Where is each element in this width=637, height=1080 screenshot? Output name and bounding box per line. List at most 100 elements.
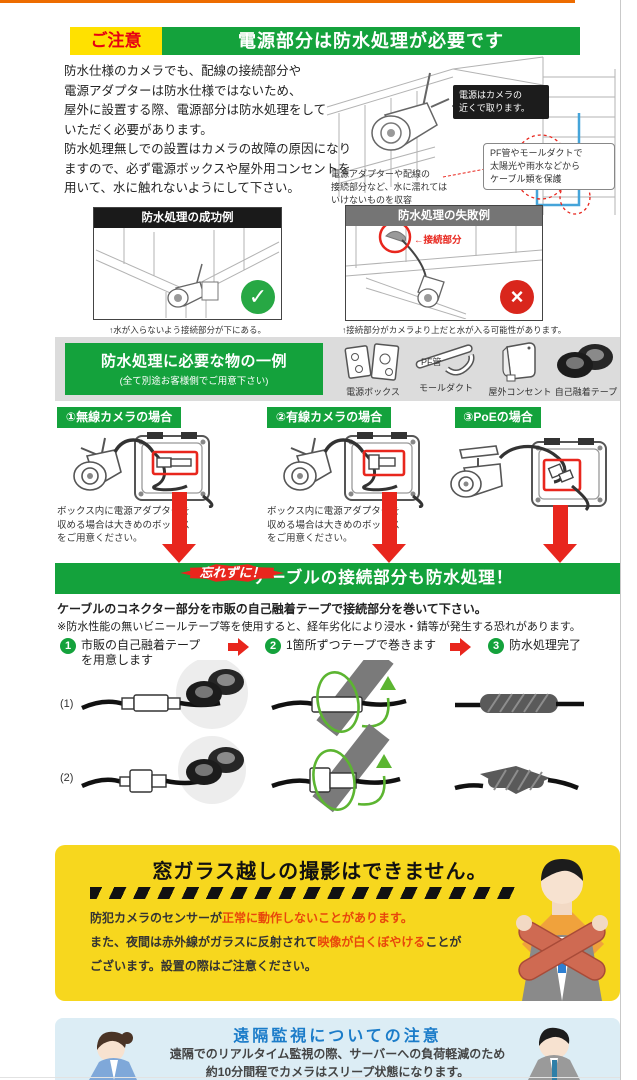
material-label: モールダクト <box>418 383 473 393</box>
case-wireless-note: ボックス内に電源アダプターを 収める場合は大きめのボックス をご用意ください。 <box>57 505 190 546</box>
power-box-icon <box>344 343 400 381</box>
down-arrow-icon <box>372 492 406 563</box>
material-item-power-box: 電源ボックス <box>337 341 409 398</box>
materials-title: 防水処理に必要な物の一例 <box>100 353 287 370</box>
material-item-outdoor-outlet: 屋外コンセント <box>483 341 557 398</box>
material-label: 自己融着テープ <box>554 387 618 397</box>
callout-line: PF管やモールダクトで <box>490 148 583 158</box>
tape-wrapping-steps-illustration <box>81 660 584 813</box>
material-item-fusion-tape: 自己融着テープ <box>551 341 621 398</box>
bottom-divider <box>0 1077 620 1078</box>
warning-text-red: 映像が白くぼやける <box>317 935 426 949</box>
case-wired-label: ②有線カメラの場合 <box>267 407 391 428</box>
callout-line: 接続部分など、水に濡れては <box>331 182 448 192</box>
steps-row: 1 市販の自己融着テープ を用意します 2 1箇所ずつテープで巻きます 3 防水… <box>60 638 620 672</box>
camera-small-illustration <box>167 263 219 308</box>
row-1-label: (1) <box>60 698 74 710</box>
warning-text: また、夜間は赤外線がガラスに反射されて <box>90 935 318 949</box>
note-line: ボックス内に電源アダプターを <box>267 506 400 517</box>
glass-warning-line-1: 防犯カメラのセンサーが正常に動作しないことがあります。 <box>90 909 413 926</box>
camera-illustration <box>371 72 450 151</box>
success-panel-title: 防水処理の成功例 <box>94 208 281 228</box>
intro-line: 防水処理無しでの設置はカメラの故障の原因になり <box>64 142 352 156</box>
dont-forget-badge: 忘れずに！ <box>180 564 284 582</box>
materials-subtitle: (全て別途お客様側でご用意下さい) <box>119 376 269 387</box>
intro-line: いただく必要があります。 <box>64 122 213 137</box>
warning-text: ことが <box>425 935 462 949</box>
warning-text-red: 正常に動作しないことがあります。 <box>222 911 413 925</box>
note-line: をご用意ください。 <box>57 533 143 544</box>
failure-pointer-label: ←接続部分 <box>414 235 462 246</box>
camera-hanging-illustration <box>417 275 445 308</box>
house-installation-illustration: 電源はカメラの 近くで取ります。 PF管やモールダクトで 太陽光や雨水などから … <box>325 55 620 220</box>
step-2: 2 1箇所ずつテープで巻きます <box>265 638 436 654</box>
step-1: 1 市販の自己融着テープ を用意します <box>60 638 200 668</box>
materials-band: 防水処理に必要な物の一例 (全て別途お客様側でご用意下さい) 電源ボックス PF… <box>55 337 620 401</box>
bowing-man-illustration <box>528 1027 580 1080</box>
intro-paragraph: 防水仕様のカメラでも、配線の接続部分や 電源アダプターは防水仕様ではないため、 … <box>64 62 352 199</box>
failure-example-illustration <box>345 220 543 320</box>
step-3: 3 防水処理完了 <box>488 638 581 654</box>
fusion-tape-icon <box>557 344 613 378</box>
wireless-camera-box-illustration <box>73 432 214 508</box>
page-right-border <box>620 0 621 1080</box>
glass-warning-line-2: また、夜間は赤外線がガラスに反射されて映像が白くぼやけることが <box>90 933 461 950</box>
poe-camera-box-illustration <box>450 438 607 512</box>
cable-section-title: ケーブルの接続部分も防水処理！ <box>55 563 620 594</box>
pf-duct-callout: PF管やモールダクトで 太陽光や雨水などから ケーブル類を保護 <box>483 143 615 190</box>
adapter-note-callout: 電源アダプターや配線の 接続部分など、水に濡れては いけないものを収容 <box>331 168 456 207</box>
case-poe-label: ③PoEの場合 <box>455 407 541 428</box>
material-item-pf-duct: PF管 モールダクト <box>411 339 481 394</box>
intro-line: 防水仕様のカメラでも、配線の接続部分や <box>64 64 302 78</box>
callout-line: 電源アダプターや配線の <box>331 169 431 179</box>
remote-line-2: 約10分間程でカメラはスリープ状態になります。 <box>205 1065 470 1079</box>
callout-line: 太陽光や雨水などから <box>490 161 581 171</box>
intro-line: 用いて、水に触れないようにして下さい。 <box>64 181 300 195</box>
down-arrow-icon <box>543 505 577 563</box>
row-2-label: (2) <box>60 772 74 784</box>
pf-pipe-duct-icon <box>415 344 475 376</box>
step-1-number: 1 <box>60 638 76 654</box>
wired-camera-box-illustration <box>283 432 424 508</box>
step-2-text: 1箇所ずつテープで巻きます <box>286 638 436 652</box>
note-line: 収める場合は大きめのボックス <box>267 519 400 531</box>
remote-monitoring-box: 遠隔監視についての注意 遠隔でのリアルタイム監視の際、サーバーへの負荷軽減のため… <box>55 1018 620 1080</box>
check-icon: ✓ <box>241 280 275 314</box>
material-label: PF管 <box>421 357 442 367</box>
glass-warning-box: 窓ガラス越しの撮影はできません。 防犯カメラのセンサーが正常に動作しないことがあ… <box>55 845 620 1001</box>
callout-line: ケーブル類を保護 <box>490 174 562 184</box>
step-1-text: 市販の自己融着テープ <box>81 638 201 652</box>
right-arrow-icon <box>228 638 249 656</box>
intro-line: ますので、必ず電源ボックスや屋外用コンセントを <box>64 161 351 176</box>
case-wireless-label: ①無線カメラの場合 <box>57 407 181 428</box>
material-label: 屋外コンセント <box>488 387 552 397</box>
top-accent-bar <box>0 0 575 3</box>
note-line: ボックス内に電源アダプターを <box>57 506 190 517</box>
page-title: 電源部分は防水処理が必要です <box>162 27 580 55</box>
warning-text: 防犯カメラのセンサーが <box>90 911 223 925</box>
failure-caption: ↑接続部分がカメラより上だと水が入る可能性があります。 <box>342 325 567 335</box>
step-3-text: 防水処理完了 <box>509 638 582 652</box>
step-3-number: 3 <box>488 638 504 654</box>
success-caption: ↑水が入らないよう接続部分が下にある。 <box>108 325 267 335</box>
callout-line: 電源はカメラの <box>459 90 523 100</box>
callout-line: いけないものを収容 <box>331 195 413 205</box>
down-arrow-icon <box>162 492 196 563</box>
success-example-illustration <box>95 228 280 318</box>
no-gesture-man-illustration <box>516 859 608 1001</box>
cable-desc-1: ケーブルのコネクター部分を市販の自己融着テープで接続部分を巻いて下さい。 <box>57 602 487 616</box>
cable-desc-2: ※防水性能の無いビニールテープ等を使用すると、経年劣化により浸水・錆等が発生する… <box>57 621 581 633</box>
case-wired-note: ボックス内に電源アダプターを 収める場合は大きめのボックス をご用意ください。 <box>267 505 400 546</box>
notice-badge: ご注意 <box>70 27 162 55</box>
power-near-camera-callout: 電源はカメラの 近くで取ります。 <box>452 85 549 119</box>
hazard-stripe <box>90 887 520 899</box>
glass-warning-line-3: ございます。設置の際はご注意ください。 <box>90 959 317 973</box>
right-arrow-icon <box>450 638 471 656</box>
bowing-woman-illustration <box>89 1031 137 1080</box>
step-1-text: を用意します <box>81 653 154 667</box>
remote-line-1: 遠隔でのリアルタイム監視の際、サーバーへの負荷軽減のため <box>169 1047 506 1061</box>
glass-warning-title: 窓ガラス越しの撮影はできません。 <box>152 861 488 883</box>
callout-line: 近くで取ります。 <box>459 103 530 113</box>
intro-line: 屋外に設置する際、電源部分は防水処理をして <box>64 103 327 117</box>
